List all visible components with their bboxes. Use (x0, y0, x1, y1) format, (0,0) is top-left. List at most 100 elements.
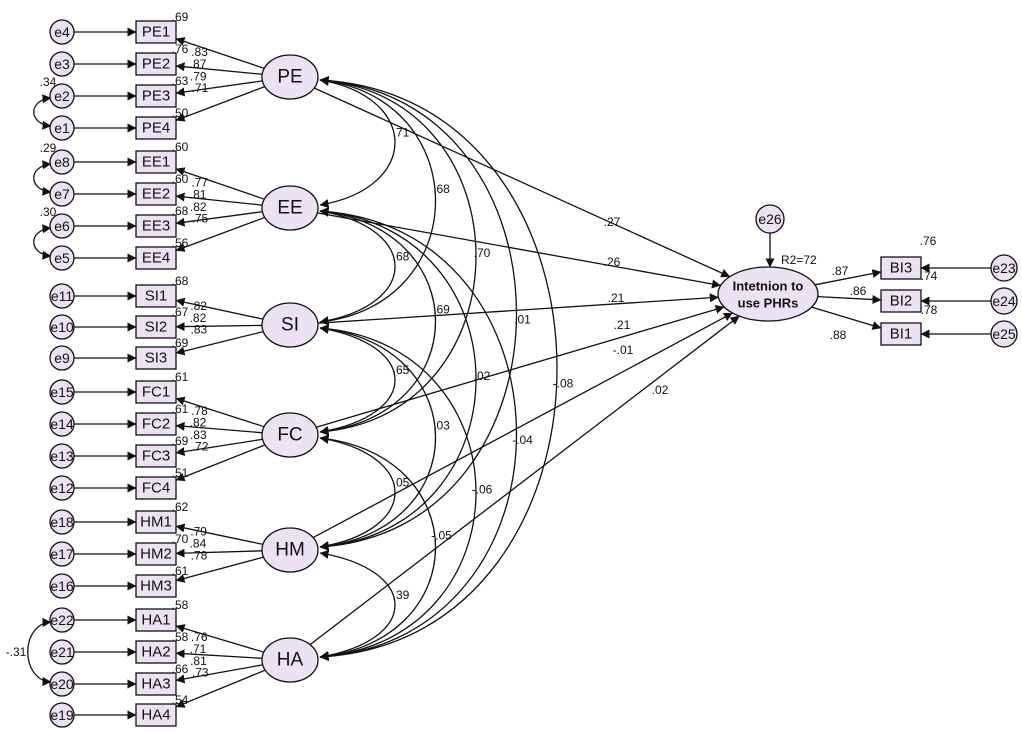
indicator-label-pe2: PE2 (142, 56, 170, 73)
correlation-value-pe-hm: .01 (514, 313, 531, 327)
indicator-label-fc3: FC3 (142, 448, 170, 465)
loading-value-pe3: .79 (190, 69, 207, 83)
error-node-e6 (49, 213, 75, 239)
error-node-e14 (49, 411, 75, 437)
loading-path-ha1 (175, 624, 265, 653)
loading-path-pe4 (175, 85, 266, 122)
error-node-e17 (49, 541, 75, 567)
indicator-box-ee3 (135, 214, 177, 238)
r2-value-bi3: .76 (920, 234, 937, 248)
r2-value-fc1: .61 (172, 370, 189, 384)
indicator-box-si1 (135, 284, 177, 308)
indicator-box-si3 (135, 346, 177, 370)
indicator-label-si1: SI1 (145, 288, 168, 305)
correlation-curve-ee-hm (319, 207, 477, 551)
structural-value-hm: -.01 (613, 343, 634, 357)
error-label-e22: e22 (50, 612, 74, 628)
indicator-box-hm2 (135, 542, 177, 566)
indicator-box-hm1 (135, 510, 177, 534)
error-node-e15 (49, 379, 75, 405)
error-label-e21: e21 (50, 644, 74, 660)
loading-path-si1 (175, 297, 264, 320)
indicator-label-ee1: EE1 (142, 154, 170, 171)
indicator-label-si3: SI3 (145, 350, 168, 367)
error-label-e20: e20 (50, 676, 74, 692)
error-label-e2: e2 (54, 88, 70, 104)
r2-value-ee4: .56 (172, 236, 189, 250)
latent-label-si: SI (281, 315, 299, 336)
r2-value-pe3: .63 (172, 74, 189, 88)
correlation-curve-fc-ha (319, 434, 436, 661)
loading-path-fc4 (175, 444, 266, 482)
latent-label-pe: PE (277, 67, 302, 88)
latent-node-ee (261, 185, 319, 231)
r2-value-bi1: .78 (921, 303, 938, 317)
error-label-e11: e11 (51, 288, 74, 304)
r2-value-ha2: .58 (172, 630, 189, 644)
indicator-box-hm3 (135, 574, 177, 598)
r2-value-ha1: .58 (172, 598, 189, 612)
indicator-label-ha4: HA4 (141, 707, 170, 724)
loading-value-pe2: .87 (190, 57, 207, 71)
indicator-label-pe1: PE1 (142, 24, 170, 41)
loading-value-ee2: .81 (190, 188, 207, 202)
r2-value-pe1: .69 (172, 10, 189, 24)
indicator-label-bi3: BI3 (890, 260, 913, 277)
r2-value-si3: .69 (172, 336, 189, 350)
correlation-curve-si-ha (319, 324, 477, 661)
latent-label-ha: HA (277, 650, 304, 671)
edges-layer (27, 27, 991, 720)
correlation-curve-fc-hm (319, 435, 396, 550)
error-label-e9: e9 (54, 350, 70, 366)
indicator-box-fc1 (135, 380, 177, 404)
error-label-e8: e8 (54, 154, 70, 170)
indicator-box-pe1 (135, 20, 177, 44)
labels-layer: .71.68.70.01-.08.68.69.02-.04.65.03-.06.… (6, 10, 1016, 724)
loading-value-hm3: .78 (191, 549, 208, 563)
error-covariance-e8-e7 (33, 160, 52, 196)
loading-value-ha4: .73 (192, 665, 209, 679)
loading-path-ha4 (175, 669, 266, 708)
correlation-curve-si-fc (319, 325, 396, 435)
correlation-curve-ee-fc (319, 207, 436, 436)
r2-value-fc2: .61 (172, 402, 189, 416)
loading-path-ee1 (175, 167, 265, 200)
loading-value-fc1: .78 (191, 404, 208, 418)
loading-path-bi2 (817, 295, 882, 304)
error-label-e7: e7 (54, 186, 70, 202)
error-label-e12: e12 (50, 480, 74, 496)
correlation-value-si-hm: .03 (433, 419, 450, 433)
latent-node-fc (261, 412, 319, 458)
r2-value-si1: .68 (172, 274, 189, 288)
correlation-curve-pe-hm (319, 76, 517, 551)
loading-value-ha2: .71 (190, 642, 207, 656)
indicator-label-pe3: PE3 (142, 88, 170, 105)
error-covariance-e2-e1 (33, 94, 52, 130)
error-node-e23 (990, 254, 1018, 282)
r2-value-hm2: .70 (172, 532, 189, 546)
structural-path-ha (309, 315, 740, 646)
error-node-e16 (49, 573, 75, 599)
structural-path-pe (313, 87, 731, 278)
correlation-value-pe-ee: .71 (393, 126, 410, 140)
loading-value-fc2: .82 (190, 416, 207, 430)
indicator-label-ha3: HA3 (141, 676, 170, 693)
error-node-e26 (755, 204, 785, 234)
loading-value-si1: .82 (190, 299, 207, 313)
indicator-label-fc1: FC1 (142, 384, 170, 401)
error-node-e13 (49, 443, 75, 469)
indicator-box-ha4 (135, 703, 177, 727)
outcome-label-line2: use PHRs (738, 296, 799, 311)
error-label-e4: e4 (54, 24, 70, 40)
correlation-value-fc-hm: .05 (393, 476, 410, 490)
loading-value-pe1: .83 (191, 45, 208, 59)
error-label-e13: e13 (50, 448, 74, 464)
loading-path-ha3 (175, 664, 263, 684)
correlation-curve-si-hm (319, 324, 436, 551)
loading-value-ha1: .76 (191, 630, 208, 644)
error-node-e3 (49, 51, 75, 77)
loading-value-si2: .82 (190, 311, 207, 325)
indicator-box-bi1 (880, 322, 922, 346)
indicator-box-bi2 (880, 289, 922, 313)
correlation-value-pe-si: .68 (433, 182, 450, 196)
